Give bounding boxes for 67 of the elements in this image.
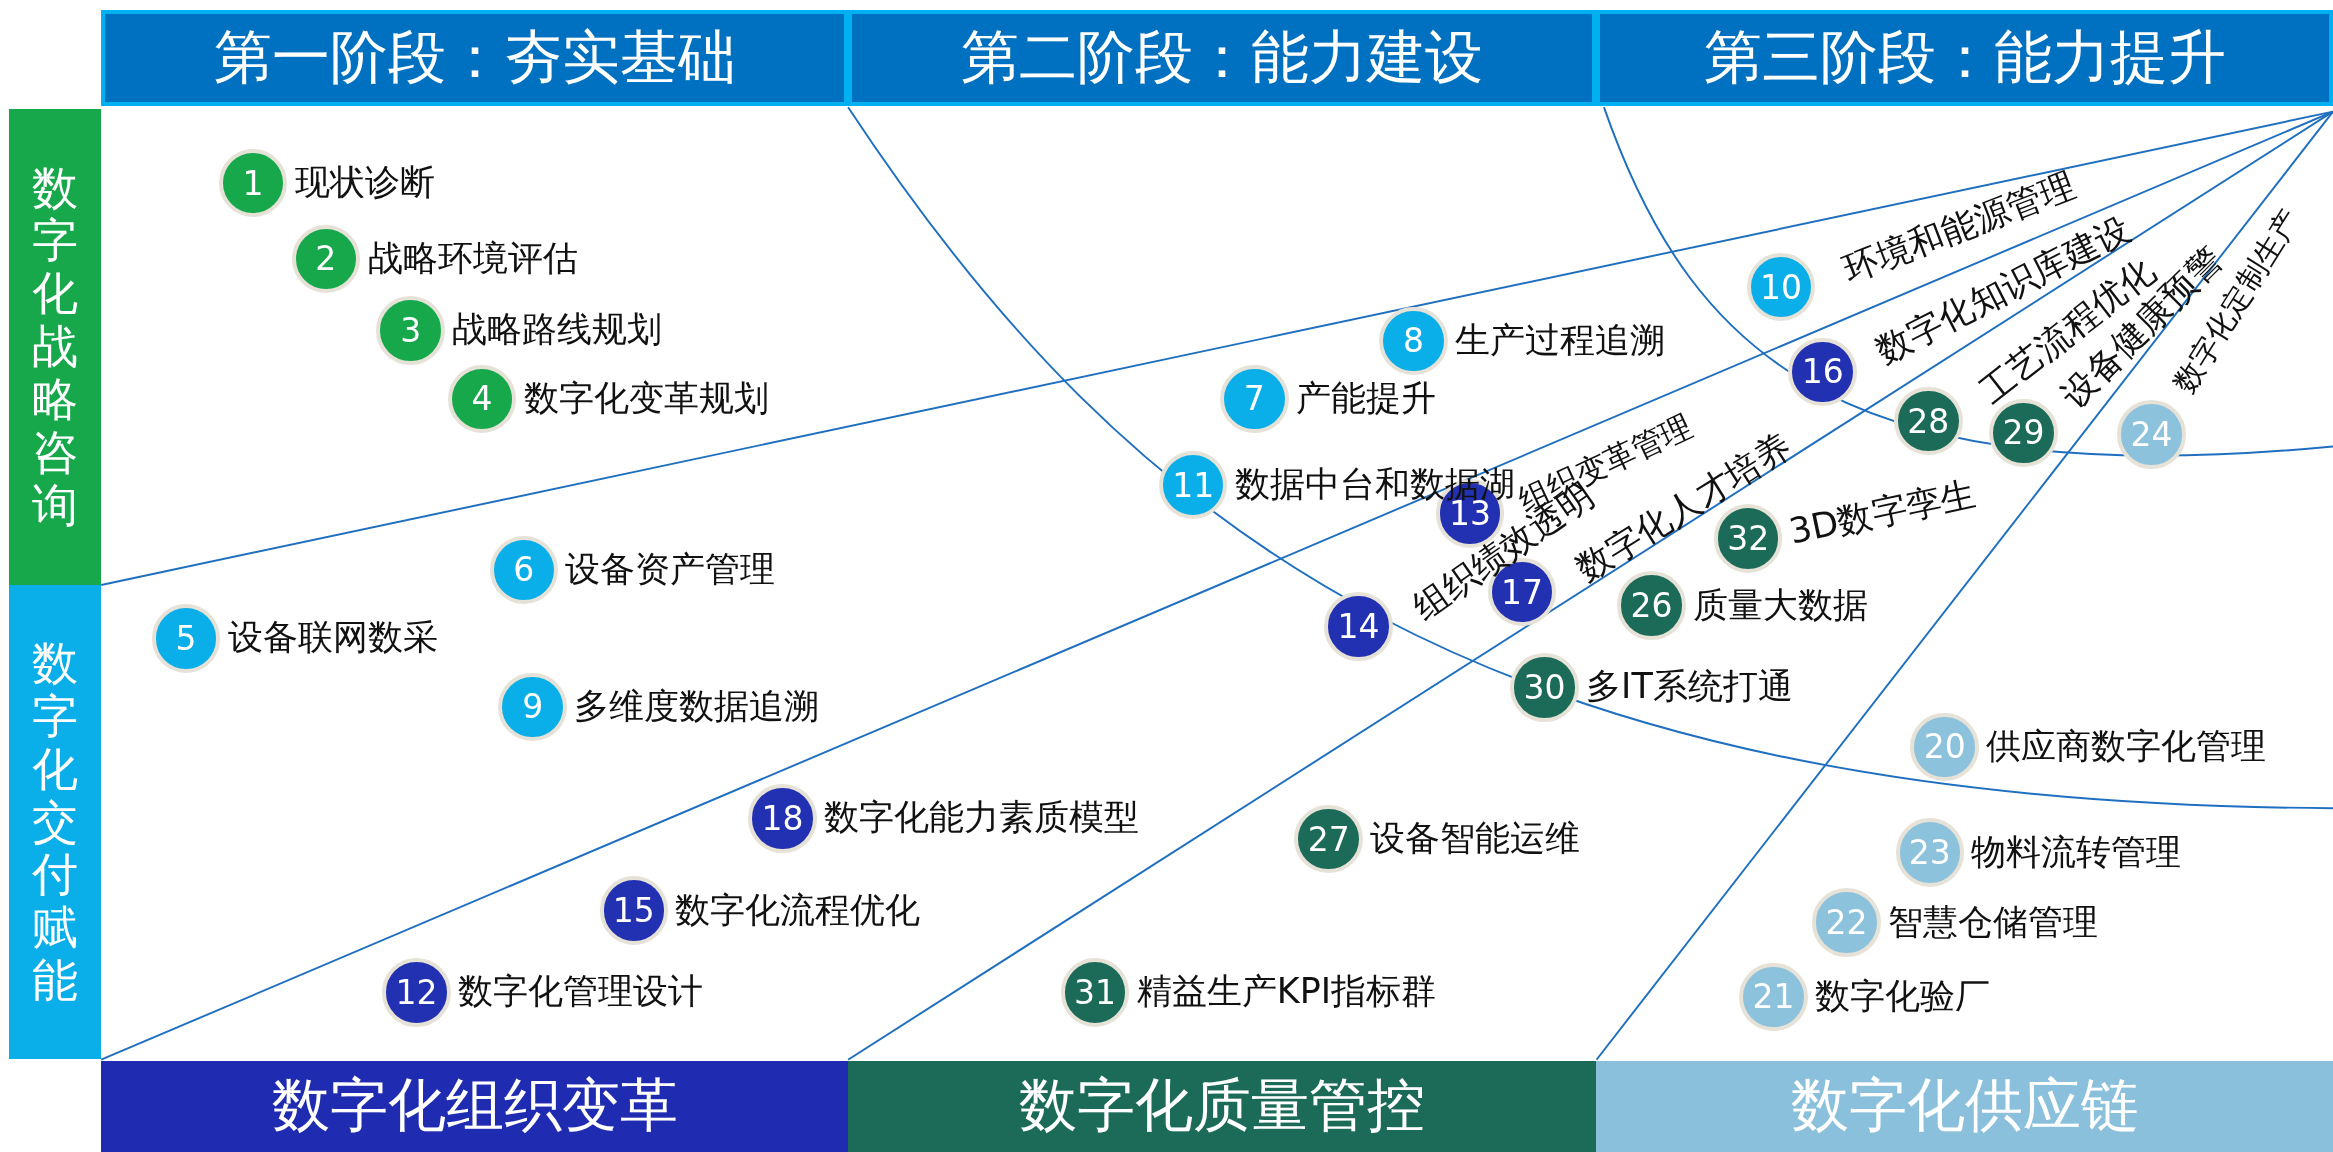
band-title: 第二阶段：能力建设 [961, 22, 1484, 93]
item-number: 16 [1801, 352, 1844, 392]
number-badge [1894, 386, 1963, 456]
item-label: 战略环境评估 [367, 237, 578, 280]
item-label: 战略路线规划 [452, 309, 663, 352]
item-number: 20 [1923, 727, 1966, 767]
item-number: 7 [1243, 379, 1265, 419]
item-number: 6 [513, 550, 535, 590]
item-number: 1 [242, 163, 264, 203]
item-label: 物料流转管理 [1971, 831, 2182, 874]
item-label: 数字化流程优化 [675, 889, 921, 932]
band-title: 第一阶段：夯实基础 [213, 22, 736, 93]
item-number: 32 [1727, 519, 1770, 559]
item-number: 27 [1307, 819, 1350, 859]
item-label: 多IT系统打通 [1586, 666, 1793, 709]
item-label: 设备联网数采 [227, 617, 438, 660]
band-title: 数字化供应链 [1790, 1070, 2139, 1142]
item-label: 产能提升 [1295, 377, 1436, 420]
item-number: 24 [2130, 414, 2173, 454]
band-title: 数字化交付赋能 [32, 636, 79, 1008]
item-label: 智慧仓储管理 [1888, 901, 2099, 944]
number-badge [1788, 337, 1857, 407]
item-number: 9 [522, 687, 544, 727]
phase-header [1596, 10, 2333, 106]
item-number: 18 [761, 798, 804, 838]
item-number: 10 [1760, 267, 1802, 307]
item-number: 28 [1907, 401, 1950, 441]
item-label: 质量大数据 [1693, 584, 1869, 627]
item-label: 数字化能力素质模型 [824, 797, 1140, 840]
item-number: 14 [1337, 606, 1380, 646]
category-bar [101, 1060, 849, 1152]
item-number: 4 [471, 379, 493, 419]
item-number: 12 [395, 972, 438, 1012]
band-title: 数字化组织变革 [271, 1070, 678, 1142]
item-label: 生产过程追溯 [1455, 319, 1666, 362]
item-number: 5 [175, 618, 197, 658]
item-label: 3D数字孪生 [1785, 472, 1980, 554]
category-bar [848, 1060, 1597, 1152]
item-label: 数字化验厂 [1815, 975, 1991, 1018]
phase-header [848, 10, 1597, 106]
item-label: 数字化变革规划 [523, 377, 769, 420]
item-label: 设备智能运维 [1370, 818, 1581, 861]
item-label: 多维度数据追溯 [574, 685, 820, 728]
item-label: 数字化管理设计 [458, 971, 704, 1014]
phase-header [101, 10, 849, 106]
item-number: 15 [612, 891, 655, 931]
band-title: 第三阶段：能力提升 [1703, 22, 2226, 93]
item-number: 2 [315, 239, 337, 279]
item-label: 精益生产KPI指标群 [1136, 971, 1437, 1014]
item-label: 设备资产管理 [565, 548, 776, 591]
item-label: 现状诊断 [294, 162, 435, 204]
item-number: 22 [1825, 903, 1868, 942]
band-title: 数字化战略咨询 [32, 161, 79, 532]
item-number: 21 [1752, 977, 1795, 1017]
item-number: 30 [1523, 667, 1566, 707]
item-label: 供应商数字化管理 [1986, 725, 2267, 768]
item-number: 8 [1403, 321, 1424, 361]
item-number: 29 [2002, 413, 2045, 453]
band-title: 数字化质量管控 [1019, 1070, 1426, 1142]
item-number: 3 [400, 310, 422, 350]
category-band [8, 108, 102, 585]
item-number: 31 [1074, 972, 1117, 1012]
item-number: 23 [1908, 833, 1951, 873]
item-number: 11 [1172, 465, 1215, 505]
item-number: 26 [1630, 586, 1673, 626]
category-band [8, 584, 102, 1060]
category-bar [1596, 1060, 2333, 1152]
